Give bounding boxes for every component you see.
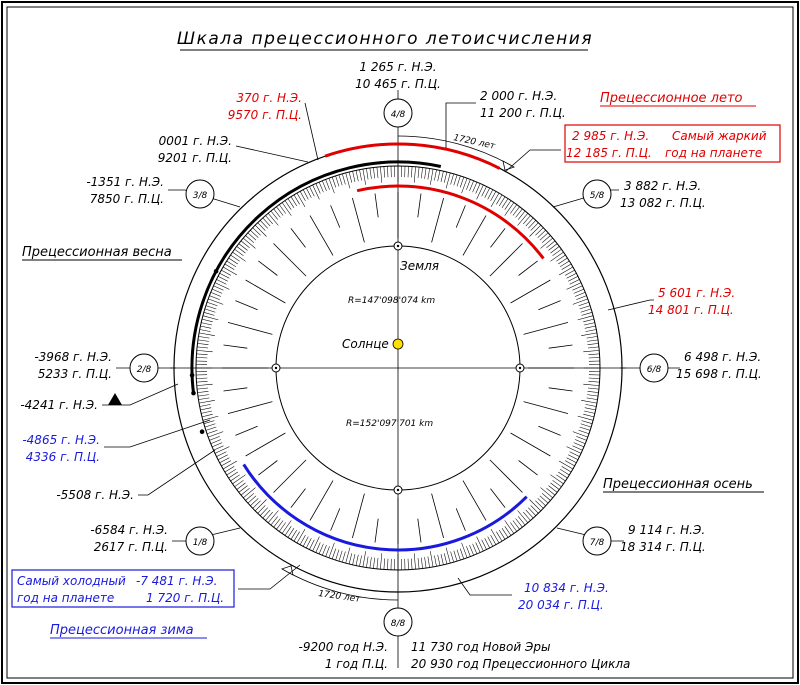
leader-7481	[238, 564, 301, 590]
ring-marker-1	[213, 269, 219, 274]
coldest-year-box: Самый холодный год на планете -7 481 г. …	[11, 569, 235, 608]
octant-marker-4-8: 4/8	[383, 98, 413, 128]
label-9201-pc: 9201 г. П.Ц.	[158, 151, 232, 165]
winter-blue-arc	[242, 463, 528, 552]
label-4336-pc: 4336 г. П.Ц.	[26, 450, 100, 464]
label-11200-pc: 11 200 г. П.Ц.	[480, 106, 566, 120]
span-arrow-top	[502, 160, 515, 171]
leader-2000	[445, 102, 476, 148]
radius-bottom-label: R=152'097'701 km	[346, 419, 433, 429]
leader-hot	[504, 149, 561, 173]
label-11730-ne: 11 730 год Новой Эры	[411, 640, 550, 654]
label-2000-ne: 2 000 г. Н.Э.	[480, 89, 557, 103]
spring-black-arc	[190, 160, 442, 394]
label-5601-ne: 5 601 г. Н.Э.	[658, 286, 735, 300]
label-1720-pc: 1 720 г. П.Ц.	[146, 591, 224, 605]
label-9570-pc: 9570 г. П.Ц.	[228, 108, 302, 122]
span-arrow-bottom	[281, 565, 294, 576]
label-coldest-year: год на планете	[17, 591, 114, 605]
label-0001-ne: 0001 г. Н.Э.	[159, 134, 232, 148]
label-minus3968-ne: -3968 г. Н.Э.	[34, 350, 112, 364]
octant-marker-8-8: 8/8	[383, 607, 413, 637]
orbit-node-dot-0	[396, 244, 400, 248]
leader-10834	[457, 577, 512, 596]
sun-dot	[392, 338, 404, 350]
label-coldest: Самый холодный	[17, 574, 126, 588]
ring-marker-2	[189, 372, 195, 378]
ring-marker-0	[191, 390, 196, 396]
label-18314-pc: 18 314 г. П.Ц.	[620, 540, 706, 554]
octant-marker-3-8: 3/8	[185, 179, 215, 209]
svg-text:8/8: 8/8	[391, 619, 406, 629]
radius-top-label: R=147'098'074 km	[348, 296, 435, 306]
label-370-ne: 370 г. Н.Э.	[236, 91, 302, 105]
orbit-node-dot-3	[518, 366, 522, 370]
dial-geometry	[102, 90, 680, 668]
label-minus7481-ne: -7 481 г. Н.Э.	[136, 574, 217, 588]
leader-5508	[138, 449, 216, 496]
season-summer: Прецессионное лето	[600, 91, 743, 106]
svg-text:3/8: 3/8	[193, 191, 208, 201]
hottest-year-box: 2 985 г. Н.Э. 12 185 г. П.Ц. Самый жарки…	[564, 124, 781, 163]
label-20034-pc: 20 034 г. П.Ц.	[518, 598, 604, 612]
label-2985-ne: 2 985 г. Н.Э.	[572, 129, 649, 143]
orbit-node-dot-2	[274, 366, 278, 370]
svg-text:6/8: 6/8	[647, 365, 662, 375]
label-minus4865-ne: -4865 г. Н.Э.	[22, 433, 100, 447]
label-minus1351-ne: -1351 г. Н.Э.	[86, 175, 164, 189]
svg-text:2/8: 2/8	[137, 365, 152, 375]
leader-370	[304, 102, 319, 161]
octant-marker-5-8: 5/8	[582, 179, 612, 209]
label-10834-ne: 10 834 г. Н.Э.	[524, 581, 609, 595]
season-winter: Прецессионная зима	[50, 623, 194, 638]
summer-outer-arc	[324, 142, 501, 170]
inner-frame	[6, 6, 794, 679]
svg-text:1/8: 1/8	[193, 538, 208, 548]
orbit-node-dot-1	[396, 488, 400, 492]
label-15698-pc: 15 698 г. П.Ц.	[676, 367, 762, 381]
label-minus4241-ne: -4241 г. Н.Э.	[20, 398, 98, 412]
label-3882-ne: 3 882 г. Н.Э.	[624, 179, 701, 193]
triangle-marker	[108, 393, 122, 405]
label-minus9200-ne: -9200 год Н.Э.	[299, 640, 388, 654]
label-6498-ne: 6 498 г. Н.Э.	[684, 350, 761, 364]
leader-1351	[168, 189, 241, 208]
svg-text:7/8: 7/8	[590, 538, 605, 548]
leader-3882	[552, 189, 619, 208]
svg-text:5/8: 5/8	[590, 191, 605, 201]
octant-marker-1-8: 1/8	[185, 526, 215, 556]
octant-marker-6-8: 6/8	[639, 353, 669, 383]
diagram-title: Шкала прецессионного летоисчисления	[177, 29, 593, 49]
sun-label: Солнце	[342, 337, 389, 351]
label-7850-pc: 7850 г. П.Ц.	[90, 192, 164, 206]
season-autumn: Прецессионная осень	[603, 477, 753, 492]
label-hottest: Самый жаркий	[672, 129, 767, 143]
label-20930-pc: 20 930 год Прецессионного Цикла	[411, 657, 630, 671]
label-5233-pc: 5233 г. П.Ц.	[38, 367, 112, 381]
span-label-bottom: 1720 лет	[318, 589, 362, 605]
ring-marker-3	[199, 429, 205, 435]
label-13082-pc: 13 082 г. П.Ц.	[620, 196, 706, 210]
label-9114-ne: 9 114 г. Н.Э.	[628, 523, 705, 537]
summer-inner-arc	[356, 184, 545, 260]
label-1-pc: 1 год П.Ц.	[325, 657, 388, 671]
leader-5601	[607, 299, 654, 311]
label-12185-pc: 12 185 г. П.Ц.	[566, 146, 652, 160]
label-1265-ne: 1 265 г. Н.Э.	[359, 60, 436, 74]
season-spring: Прецессионная весна	[22, 245, 172, 260]
octant-marker-2-8: 2/8	[129, 353, 159, 383]
leader-0001	[235, 145, 309, 163]
label-10465-pc: 10 465 г. П.Ц.	[355, 77, 441, 91]
label-minus6584-ne: -6584 г. Н.Э.	[90, 523, 168, 537]
label-minus5508-ne: -5508 г. Н.Э.	[56, 488, 134, 502]
leader-4865	[104, 419, 211, 448]
label-hottest-year: год на планете	[665, 146, 762, 160]
label-14801-pc: 14 801 г. П.Ц.	[648, 303, 734, 317]
octant-marker-7-8: 7/8	[582, 526, 612, 556]
svg-text:4/8: 4/8	[391, 110, 406, 120]
earth-label: Земля	[400, 259, 439, 273]
label-2617-pc: 2617 г. П.Ц.	[94, 540, 168, 554]
